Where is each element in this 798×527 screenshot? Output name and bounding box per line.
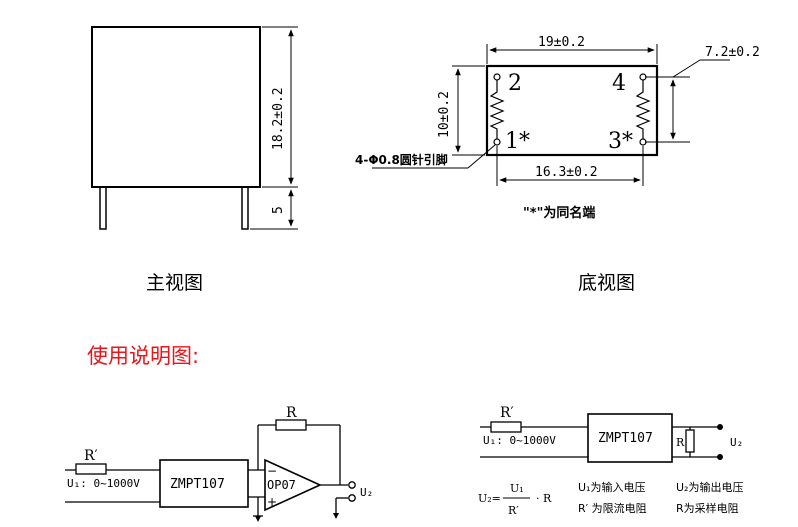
bottom-width-dim: 19±0.2 xyxy=(538,35,585,50)
legend-sample-resistor: R为采样电阻 xyxy=(676,501,739,515)
pin-note: 4-Φ0.8圆针引脚 xyxy=(355,152,448,167)
left-coil xyxy=(489,80,505,139)
pin-2 xyxy=(493,73,501,81)
sample-resistor xyxy=(685,429,695,453)
legend-output-voltage: U₂为输出电压 xyxy=(676,480,743,494)
front-view-caption: 主视图 xyxy=(146,272,203,294)
right-input-voltage-label: U₁: 0~1000V xyxy=(483,434,556,447)
legend-input-voltage: U₁为输入电压 xyxy=(578,480,645,494)
feedback-resistor-label: R xyxy=(286,405,297,421)
left-input-resistor-label: R′ xyxy=(84,448,98,464)
bottom-pinspan-dim: 16.3±0.2 xyxy=(535,165,598,180)
right-module-box xyxy=(587,413,673,463)
pin-note-leader xyxy=(467,144,496,169)
sample-resistor-label: R xyxy=(676,436,685,449)
front-pin-right xyxy=(241,186,249,230)
front-height-dim: 18.2±0.2 xyxy=(271,87,286,150)
legend-limit-resistor: R′ 为限流电阻 xyxy=(578,501,647,515)
right-input-resistor-label: R′ xyxy=(500,405,514,421)
usage-title: 使用说明图: xyxy=(87,344,199,368)
pin-label-1: 1* xyxy=(505,129,530,154)
polarity-note: "*"为同名端 xyxy=(523,205,595,221)
left-output-terminal-top xyxy=(348,481,356,489)
right-coil xyxy=(635,80,651,139)
opamp-label: OP07 xyxy=(267,478,296,492)
bottom-view xyxy=(372,44,730,186)
left-input-resistor xyxy=(75,463,107,475)
right-module-label: ZMPT107 xyxy=(598,431,653,446)
circuit-right xyxy=(480,413,718,463)
front-view-body xyxy=(91,26,261,188)
right-output-label: U₂ xyxy=(730,436,743,449)
right-input-resistor xyxy=(490,421,522,433)
right-output-terminal-top xyxy=(717,424,723,430)
front-pin-dim: 5 xyxy=(271,206,286,214)
formula-tail: · R xyxy=(536,492,552,505)
front-pin-left xyxy=(99,186,107,230)
left-output-label: U₂ xyxy=(360,486,373,499)
opamp-minus: − xyxy=(267,464,277,478)
circuit-left xyxy=(65,419,356,516)
pin-1 xyxy=(493,138,501,146)
left-module-box xyxy=(159,459,249,508)
formula-numerator: U₁ xyxy=(510,482,524,495)
bottom-height-dim: 10±0.2 xyxy=(437,91,452,138)
left-module-label: ZMPT107 xyxy=(170,477,225,492)
feedback-resistor xyxy=(275,419,307,431)
left-input-voltage-label: U₁: 0~1000V xyxy=(67,477,140,490)
opamp-plus: + xyxy=(267,495,277,509)
bottom-view-body xyxy=(485,64,659,157)
left-output-terminal-bottom xyxy=(348,494,356,502)
formula-lhs: U₂= xyxy=(478,492,501,505)
pin-label-4: 4 xyxy=(612,71,626,96)
opamp-triangle xyxy=(264,458,322,512)
right-output-terminal-bottom xyxy=(717,454,723,460)
formula-denominator: R′ xyxy=(508,504,519,517)
front-view xyxy=(91,26,298,230)
bottom-offset-dim: 7.2±0.2 xyxy=(705,45,760,60)
bottom-view-caption: 底视图 xyxy=(578,272,635,294)
pin-label-3: 3* xyxy=(608,129,633,154)
pin-label-2: 2 xyxy=(508,71,522,96)
